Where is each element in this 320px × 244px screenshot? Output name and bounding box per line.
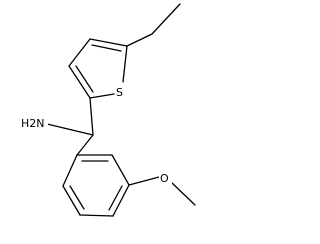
thiophene-to-methine-bond	[89, 97, 94, 136]
oxygen-label-mask	[159, 170, 172, 186]
thiophene-bond-c2-s	[89, 93, 115, 99]
thiophene-bond-c3-c2-inner	[75, 65, 94, 93]
thiophene-bond-c4-c3	[68, 38, 91, 67]
oxygen-methyl-bond	[170, 181, 196, 206]
sulfur-label-mask	[115, 84, 127, 100]
amine-bond	[46, 123, 94, 136]
oxygen-label: O	[160, 172, 169, 185]
methine-to-benzene-bond	[76, 134, 94, 156]
aryl-oxygen-bond	[128, 176, 160, 186]
molecule-structure: H2N S O	[20, 3, 196, 217]
benzene-bond-c5-c4	[79, 214, 114, 217]
thiophene-bond-c3-c2	[68, 65, 91, 99]
amine-label-mask	[20, 114, 48, 132]
thiophene-bond-c4-c4-inner	[91, 44, 122, 52]
amine-label: H2N	[21, 117, 45, 130]
benzene-inner-bond-c6-c5	[69, 185, 85, 210]
sulfur-label: S	[116, 86, 123, 99]
thiophene-bond-s-c5	[122, 45, 128, 83]
benzene-bond-c4-c3	[112, 184, 130, 217]
thiophene-bond-c5-c4	[89, 38, 128, 47]
benzene-inner-bond-c4-c3	[108, 185, 123, 211]
ethyl-terminal-bond	[151, 3, 181, 35]
ethyl-attachment-bond	[126, 33, 153, 47]
benzene-bond-c3-c2	[111, 154, 130, 186]
benzene-bond-c6-c5	[62, 185, 81, 216]
benzene-bond-c1-c6	[62, 154, 78, 187]
